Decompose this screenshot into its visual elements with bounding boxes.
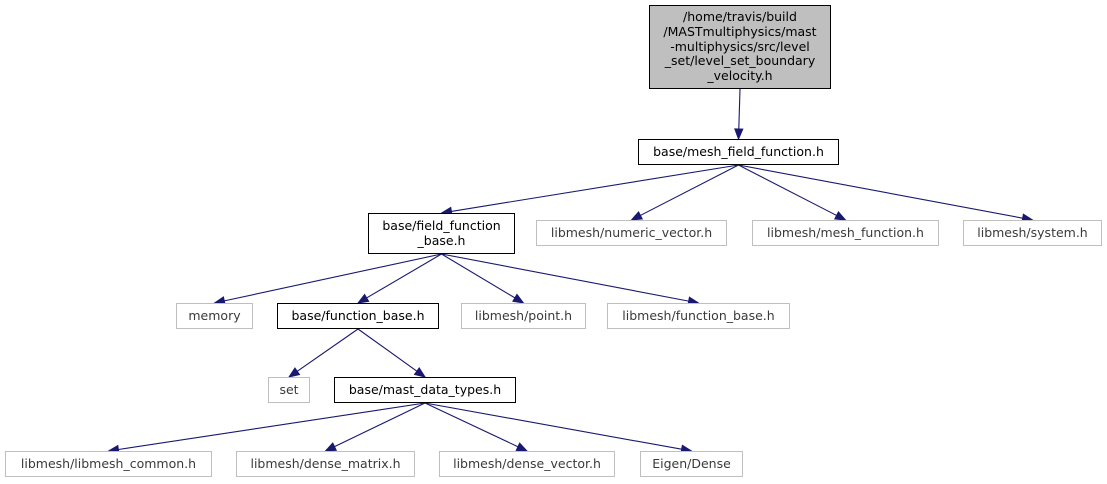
arrowhead-function_base-to-mast_data_types: [413, 367, 427, 378]
edge-field_function_base-to-libmesh_function_base: [441, 253, 689, 302]
edge-mesh_field_function-to-numeric_vector: [640, 164, 739, 216]
node-base-mesh-field-function-h[interactable]: base/mesh_field_function.h: [638, 139, 839, 165]
node-base-function-base-h[interactable]: base/function_base.h: [277, 303, 439, 329]
node-base-mast-data-types-h[interactable]: base/mast_data_types.h: [334, 377, 516, 403]
edge-mast_data_types-to-libmesh_common: [118, 402, 426, 451]
edge-mesh_field_function-to-mesh_function: [738, 164, 837, 216]
edge-mast_data_types-to-dense_matrix: [334, 402, 426, 448]
node-libmesh-point-h: libmesh/point.h: [461, 303, 586, 329]
node-libmesh-dense-vector-h: libmesh/dense_vector.h: [439, 451, 615, 477]
node-memory: memory: [176, 303, 253, 329]
edge-function_base-to-set: [296, 328, 359, 372]
edge-root-to-mesh_field_function: [738, 88, 741, 130]
edge-mesh_field_function-to-system: [738, 164, 1023, 219]
arrowhead-mesh_field_function-to-mesh_function: [833, 210, 847, 221]
node-base-field-function-base-h[interactable]: base/field_function _base.h: [368, 213, 515, 254]
node-libmesh-dense-matrix-h: libmesh/dense_matrix.h: [236, 451, 415, 477]
edge-field_function_base-to-point: [441, 253, 516, 299]
node-libmesh-mesh-function-h: libmesh/mesh_function.h: [752, 220, 939, 246]
edge-mast_data_types-to-dense_vector: [424, 402, 519, 448]
node-libmesh-libmesh-common-h: libmesh/libmesh_common.h: [5, 451, 212, 477]
arrowhead-function_base-to-set: [287, 367, 301, 378]
edge-field_function_base-to-function_base: [366, 253, 442, 299]
node-set: set: [268, 377, 310, 403]
node-libmesh-numeric-vector-h: libmesh/numeric_vector.h: [536, 220, 727, 246]
edge-function_base-to-mast_data_types: [357, 328, 418, 372]
arrowhead-mast_data_types-to-dense_matrix: [324, 442, 338, 452]
edge-mesh_field_function-to-field_function_base: [451, 164, 739, 212]
node-libmesh-function-base-h: libmesh/function_base.h: [607, 303, 790, 329]
edge-field_function_base-to-memory: [224, 253, 442, 302]
arrowhead-field_function_base-to-point: [512, 293, 525, 304]
arrowhead-field_function_base-to-function_base: [356, 293, 370, 304]
node-level-set-boundary-velocity-h: /home/travis/build /MASTmultiphysics/mas…: [649, 5, 831, 89]
edge-mast_data_types-to-eigen_dense: [424, 402, 682, 450]
arrowhead-mast_data_types-to-dense_vector: [515, 442, 529, 452]
arrowhead-root-to-mesh_field_function: [734, 128, 744, 141]
node-libmesh-system-h: libmesh/system.h: [963, 220, 1102, 246]
node-eigen-dense: Eigen/Dense: [640, 451, 743, 477]
arrowhead-mesh_field_function-to-numeric_vector: [630, 210, 644, 221]
